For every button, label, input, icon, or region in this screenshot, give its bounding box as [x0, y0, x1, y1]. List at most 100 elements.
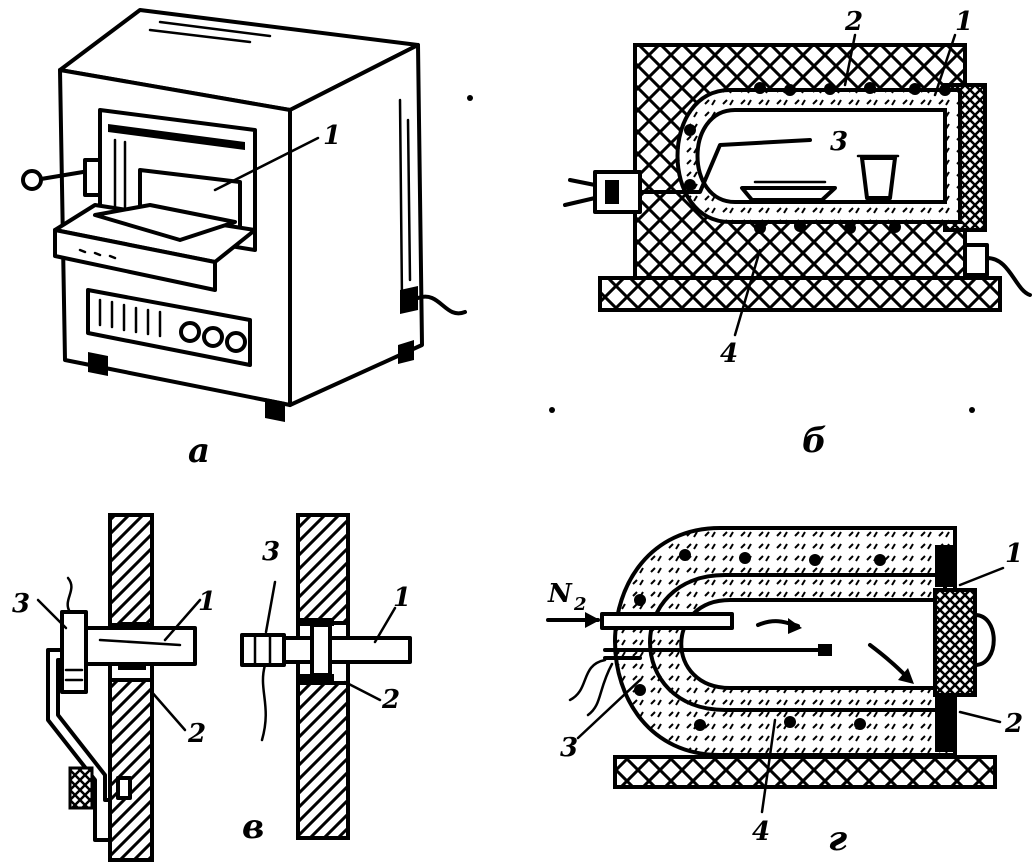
thermocouple-wires: [563, 178, 597, 207]
leader-g-3: [576, 678, 642, 740]
thermocouple-leads-g: [568, 658, 614, 717]
bracket-clamp: [68, 766, 94, 810]
heating-coil-dots: [684, 82, 951, 234]
leader-v-1-right: [373, 606, 397, 644]
label-v-2-right: 2: [381, 685, 400, 715]
thermocouple-rod: [638, 138, 812, 194]
label-a-1: 1: [323, 121, 341, 151]
thermocouple-junction-g: [818, 644, 832, 656]
caption-v: в: [242, 807, 264, 847]
label-g-1: 1: [1005, 539, 1023, 569]
bushing-right: [310, 623, 332, 677]
label-v-3-right: 3: [262, 537, 280, 567]
furnace-top-shading: [148, 20, 272, 44]
scan-speck-3: [969, 407, 975, 413]
scan-speck-1: [467, 95, 473, 101]
leader-b-2: [843, 33, 857, 87]
furnace-shelf-front: [53, 228, 217, 292]
door-hinge: [83, 158, 102, 197]
leader-v-3-left: [36, 598, 68, 630]
door-frame-shadow: [108, 124, 245, 150]
panel-v-thermocouple-mounts: 3 1 2 3 1 2 в: [12, 513, 412, 862]
crucible-tray: [93, 203, 237, 242]
panel-g-nitrogen-muffle: N 2 1 2 3 4 г: [546, 526, 1023, 859]
leader-g-4: [760, 718, 777, 814]
inner-boat: [740, 186, 837, 202]
label-v-1-left: 1: [198, 587, 216, 617]
gas-flow-arrowhead-2: [898, 668, 914, 684]
seal-lower-g: [935, 697, 957, 752]
label-v-1-right: 1: [393, 583, 411, 613]
mounting-bracket: [46, 648, 112, 842]
mounting-bracket-inner: [56, 658, 112, 802]
label-g-2: 2: [1004, 709, 1023, 739]
panel-a-furnace-exterior: 1 а: [21, 8, 467, 471]
power-cable: [416, 294, 467, 316]
base-plate-g: [613, 755, 997, 789]
label-b-4: 4: [720, 339, 738, 369]
inner-crucible: [860, 156, 897, 200]
control-knob-1: [179, 321, 201, 343]
label-g-n-subscript: 2: [573, 594, 587, 615]
wall-right-upper: [296, 513, 350, 625]
leader-v-2-left: [148, 688, 187, 732]
label-v-3-left: 3: [12, 589, 30, 619]
thermocouple-sheath-right: [278, 636, 412, 664]
head-left-lines: [64, 668, 84, 682]
foot-front-right: [265, 398, 285, 422]
leader-v-1-left: [163, 598, 202, 642]
seal-top-left: [118, 622, 146, 630]
foot-back-right: [398, 340, 414, 364]
leader-v-2-right: [343, 680, 382, 702]
control-knob-3: [225, 331, 247, 353]
furnace-side-shading: [398, 98, 412, 302]
caption-a: а: [188, 431, 210, 471]
control-knob-2: [202, 326, 224, 348]
heater-coil-dots-g: [634, 549, 886, 731]
scan-speck-2: [549, 407, 555, 413]
leader-a-1: [213, 136, 320, 192]
leader-v-3-right: [264, 580, 277, 634]
lead-wire-right: [260, 663, 267, 742]
power-terminal: [963, 243, 989, 277]
nitrogen-inlet-tube: [600, 612, 734, 630]
label-v-2-left: 2: [187, 719, 206, 749]
door-inner-shading: [113, 138, 127, 220]
caption-g: г: [828, 819, 847, 859]
label-b-2: 2: [844, 7, 863, 37]
thermocouple-head-right: [240, 633, 286, 667]
seal-bottom-right: [298, 674, 334, 682]
seal-top-right: [298, 618, 334, 626]
label-b-1: 1: [955, 7, 973, 37]
power-cable-b: [985, 256, 1032, 297]
nitrogen-arrowhead: [585, 612, 600, 628]
leader-b-4: [733, 248, 762, 337]
sheath-left-shading: [98, 638, 182, 647]
door-handle-knob: [21, 169, 43, 191]
shelf-vent-slots: [78, 248, 117, 260]
foot-front-left: [88, 352, 108, 376]
power-plug: [400, 286, 418, 314]
caption-b: б: [802, 421, 827, 461]
thermocouple-terminal: [605, 180, 619, 204]
door-plug-g: [933, 588, 977, 697]
head-right-lines: [253, 633, 272, 667]
label-g-3: 3: [560, 733, 578, 763]
leader-g-1: [958, 566, 1005, 587]
lead-wire-left: [66, 576, 73, 614]
furnace-base-plate: [598, 276, 1002, 312]
muffle-chamber-g: [679, 598, 937, 690]
wall-left-lower: [108, 678, 154, 862]
seal-bottom-left: [118, 662, 146, 670]
wall-left-upper: [108, 513, 154, 627]
seal-upper-g: [935, 545, 957, 587]
label-g-n: N: [547, 579, 573, 609]
leader-b-1: [933, 33, 957, 97]
control-switches: [98, 298, 162, 338]
label-g-4: 4: [752, 817, 770, 847]
bracket-bolt: [116, 776, 132, 800]
gas-flow-arrowhead-1: [788, 618, 802, 634]
wall-right-lower: [296, 681, 350, 840]
panel-b-furnace-section: 2 1 3 4 б: [563, 7, 1032, 461]
